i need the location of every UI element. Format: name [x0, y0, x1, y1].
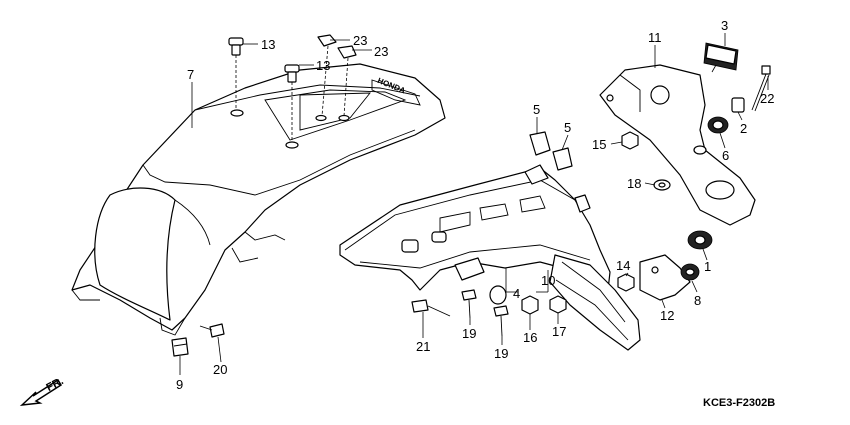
callout-6: 6 — [722, 148, 729, 163]
callout-labels: 13 13 23 23 7 5 5 11 3 22 2 6 15 18 1 14… — [176, 18, 774, 392]
license-bracket — [599, 64, 756, 226]
callout-12: 12 — [660, 308, 674, 323]
callout-19a: 19 — [462, 326, 476, 341]
callout-13b: 13 — [316, 58, 330, 73]
callout-19b: 19 — [494, 346, 508, 361]
nut-15 — [621, 131, 639, 150]
bolt-20 — [199, 323, 225, 338]
bolt-19b — [493, 305, 509, 337]
callout-4: 4 — [513, 286, 520, 301]
washer-18 — [653, 179, 671, 191]
rubber-6 — [707, 116, 729, 134]
front-direction-arrow: FR. — [19, 375, 66, 406]
callout-20: 20 — [213, 362, 227, 377]
bolt-19a — [461, 289, 477, 319]
callout-8: 8 — [694, 293, 701, 308]
callout-2: 2 — [740, 121, 747, 136]
callout-14: 14 — [616, 258, 630, 273]
collar-4 — [489, 285, 507, 305]
callout-9: 9 — [176, 377, 183, 392]
rubber-1 — [687, 230, 713, 250]
fender-fasteners — [228, 34, 357, 142]
callout-22: 22 — [760, 91, 774, 106]
collar-2 — [731, 97, 745, 113]
drawing-code: KCE3-F2302B — [703, 397, 775, 409]
clip-9 — [171, 337, 189, 357]
bolt-21 — [411, 299, 451, 317]
rubber-8 — [680, 263, 700, 281]
callout-5a: 5 — [533, 102, 540, 117]
callout-1: 1 — [704, 259, 711, 274]
bolt-22 — [751, 65, 771, 112]
callout-3: 3 — [721, 18, 728, 33]
callout-23b: 23 — [374, 44, 388, 59]
reflector — [703, 42, 739, 73]
rear-fender-stay — [339, 164, 641, 351]
callout-10: 10 — [541, 273, 555, 288]
bracket-12 — [639, 254, 691, 301]
nut-16 — [521, 295, 539, 315]
callout-13a: 13 — [261, 37, 275, 52]
callout-7: 7 — [187, 67, 194, 82]
nut-14 — [617, 273, 635, 292]
direction-label: FR. — [44, 375, 65, 394]
nut-17 — [549, 295, 567, 314]
callout-5b: 5 — [564, 120, 571, 135]
callout-17: 17 — [552, 324, 566, 339]
callout-15: 15 — [592, 137, 606, 152]
callout-23a: 23 — [353, 33, 367, 48]
callout-18: 18 — [627, 176, 641, 191]
rear-fender: HONDA — [71, 63, 446, 336]
callout-16: 16 — [523, 330, 537, 345]
callout-11: 11 — [648, 30, 662, 45]
callout-21: 21 — [416, 339, 430, 354]
leader-lines — [179, 33, 769, 375]
clips-5 — [529, 131, 573, 171]
